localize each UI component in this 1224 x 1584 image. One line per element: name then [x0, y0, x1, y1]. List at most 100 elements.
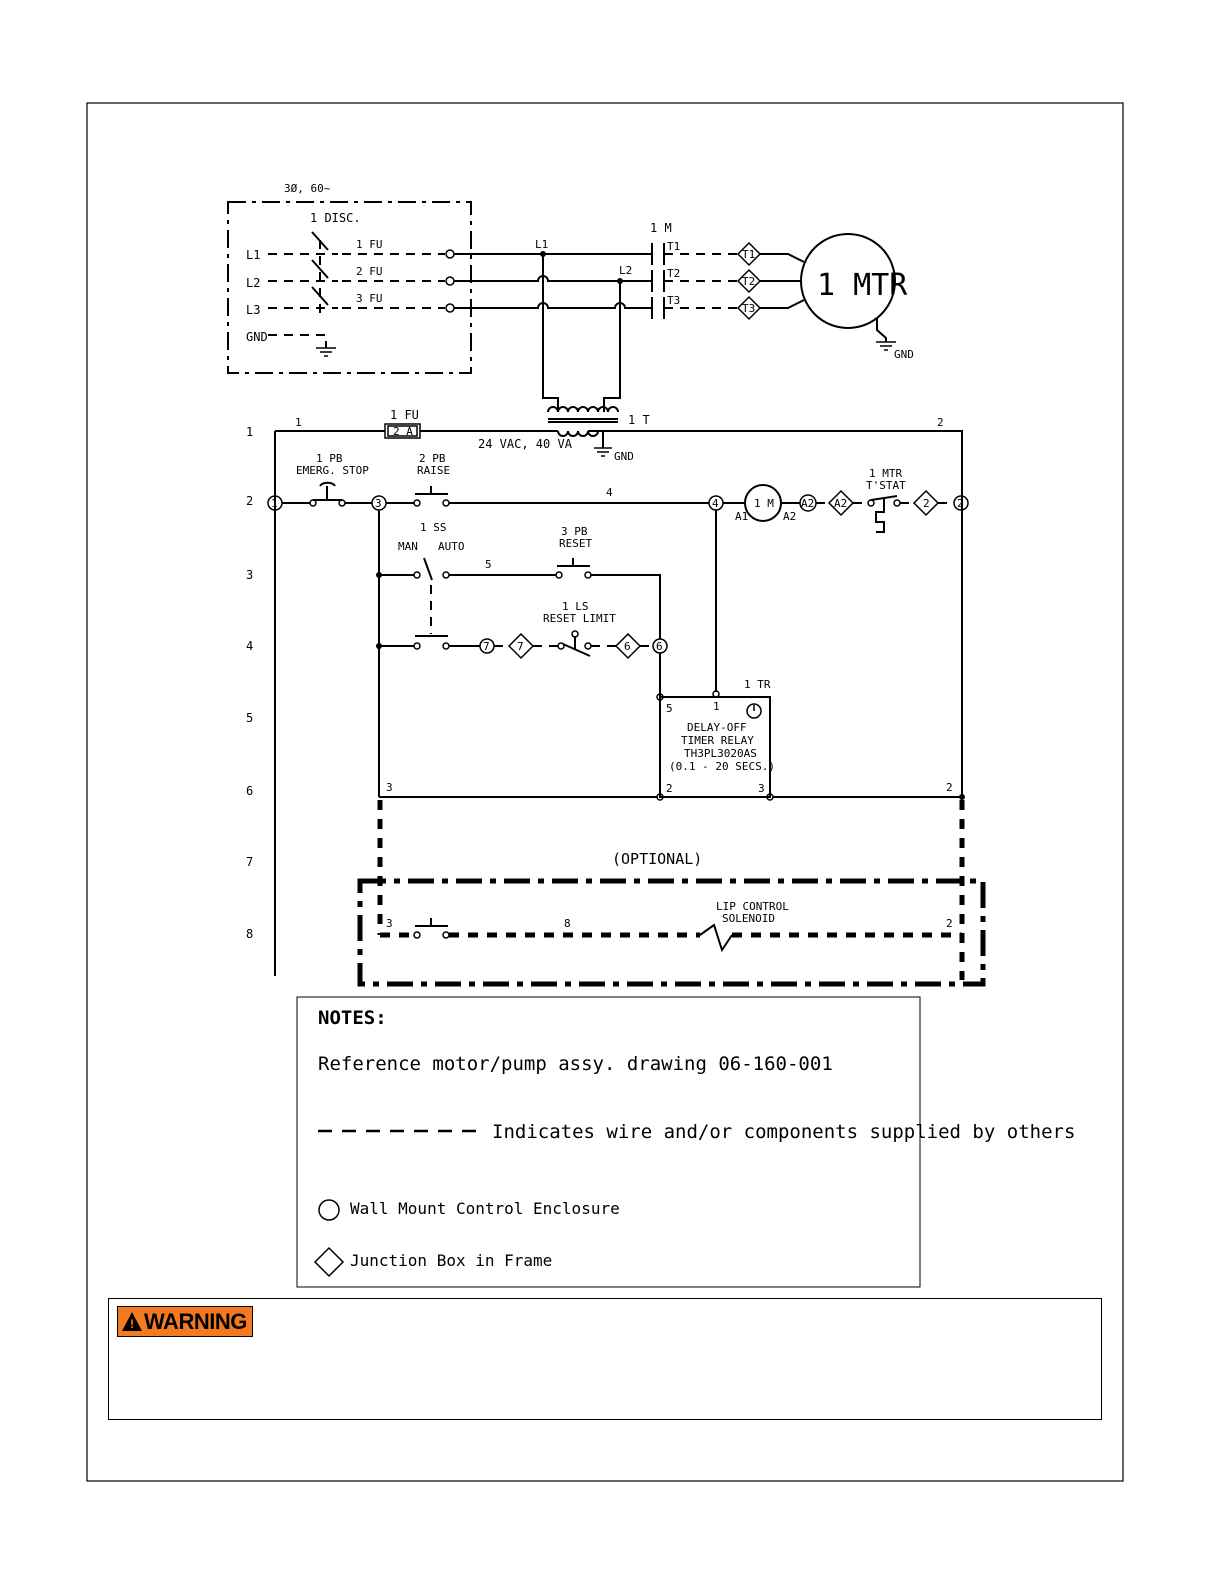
transformer-core [548, 418, 618, 423]
svg-text:1: 1 [271, 497, 278, 510]
rung-number: 1 [246, 425, 253, 439]
line-label-l1: L1 [246, 248, 260, 262]
notes-reference: Reference motor/pump assy. drawing 06-16… [318, 1053, 833, 1075]
transformer-secondary [557, 430, 599, 437]
control-fuse-rating: 2 A [393, 425, 413, 438]
line-label-gnd: GND [246, 330, 268, 344]
control-fuse-label: 1 FU [390, 408, 419, 422]
circle-legend-icon [318, 1199, 340, 1221]
estop-label: EMERG. STOP [296, 464, 369, 477]
rung-number: 6 [246, 784, 253, 798]
notes-title: NOTES: [318, 1007, 387, 1029]
diamond-legend-icon [313, 1246, 345, 1278]
warning-label: WARNING [144, 1308, 247, 1334]
terminal-circle-4: 4 [708, 495, 724, 511]
reset-button [555, 558, 592, 579]
timer-line-1: DELAY-OFF [687, 721, 747, 734]
timer-line-4: (0.1 - 20 SECS.) [669, 760, 775, 773]
timer-line-2: TIMER RELAY [681, 734, 754, 747]
terminal-l1 [445, 249, 455, 259]
motor-ground-symbol [876, 341, 896, 351]
warning-symbol: ! [130, 1317, 134, 1331]
timer-terminal-label: 5 [666, 702, 673, 715]
timer-terminal-label: 2 [666, 782, 673, 795]
timer-line-3: TH3PL3020AS [684, 747, 757, 760]
transformer-tap-l1 [542, 254, 559, 412]
optional-pushbutton [413, 918, 450, 939]
warning-badge: ! WARNING [117, 1306, 253, 1337]
main-line-l3 [454, 302, 652, 309]
junction-diamond-6: 6 [614, 632, 642, 660]
terminal-circle-3: 3 [371, 495, 387, 511]
terminal-circle-1: 1 [267, 495, 283, 511]
lead-label-t3: T3 [667, 294, 680, 307]
timer-terminal-label: 1 [713, 700, 720, 713]
svg-text:A2: A2 [834, 497, 847, 510]
disconnect-label: 1 DISC. [310, 211, 361, 225]
warning-triangle-icon: ! [122, 1312, 142, 1331]
terminal-circle-7: 7 [479, 638, 495, 654]
circle-legend-text: Wall Mount Control Enclosure [350, 1199, 620, 1218]
reset-label: RESET [559, 537, 592, 550]
svg-text:7: 7 [517, 640, 524, 653]
raise-button [413, 486, 450, 507]
line-label-l3: L3 [246, 303, 260, 317]
tstat-tag: 1 MTR [869, 467, 902, 480]
svg-text:6: 6 [656, 640, 663, 653]
motor-symbol [800, 233, 896, 329]
supply-label: 3Ø, 60~ [284, 182, 331, 195]
terminal-l3 [445, 303, 455, 313]
motor-gnd-label: GND [894, 348, 914, 361]
selector-auto: AUTO [438, 540, 465, 553]
svg-text:2: 2 [923, 497, 930, 510]
line-label-l2: L2 [246, 276, 260, 290]
junction-diamond-2: 2 [912, 489, 940, 517]
rung-number: 2 [246, 494, 253, 508]
incoming-gnd [268, 334, 327, 348]
wire-number: 3 [386, 781, 393, 794]
page-border [86, 102, 1124, 1482]
transformer-primary [547, 406, 619, 413]
contactor-coil: 1 M [744, 484, 782, 522]
rung-3-wire-c [591, 574, 661, 639]
rung-number: 8 [246, 927, 253, 941]
optional-label: (OPTIONAL) [612, 850, 702, 868]
disconnect-blade-2 [311, 259, 329, 279]
wire-number: 1 [295, 416, 302, 429]
motor-lead-1 [760, 253, 805, 263]
wire-number: 5 [485, 558, 492, 571]
timer-terminal-label: 3 [758, 782, 765, 795]
svg-text:1 M: 1 M [754, 497, 774, 510]
motor-ground-wire [876, 318, 887, 342]
tstat-label: T'STAT [866, 479, 906, 492]
reset-limit-switch [557, 630, 592, 657]
terminal-circle-6: 6 [652, 638, 668, 654]
estop-tag: 1 PB [316, 452, 343, 465]
wire-number: 8 [564, 917, 571, 930]
reset-tag: 3 PB [561, 525, 588, 538]
lead-label-t1: T1 [667, 240, 680, 253]
selector-man: MAN [398, 540, 418, 553]
svg-text:2: 2 [957, 497, 964, 510]
lead-label-t2: T2 [667, 267, 680, 280]
svg-text:T2: T2 [742, 275, 755, 288]
control-fuse [384, 423, 421, 439]
contactor-contact-1 [651, 243, 665, 265]
rung-number: 5 [246, 711, 253, 725]
transformer-gnd-label: GND [614, 450, 634, 463]
dash-legend-text: Indicates wire and/or components supplie… [492, 1121, 1075, 1143]
coil-a2-label: A2 [783, 510, 796, 523]
svg-text:T3: T3 [742, 302, 755, 315]
transformer-tap-l2 [603, 281, 621, 412]
rung-number: 3 [246, 568, 253, 582]
motor-thermostat [867, 495, 901, 533]
contactor-label: 1 M [650, 221, 672, 235]
rung-number: 4 [246, 639, 253, 653]
lip-control-solenoid [699, 923, 733, 953]
svg-text:6: 6 [624, 640, 631, 653]
transformer-ground-symbol [594, 447, 612, 457]
svg-text:4: 4 [712, 497, 719, 510]
notes-box: NOTES: Reference motor/pump assy. drawin… [296, 996, 1075, 1288]
gnd-symbol-enclosure [316, 347, 336, 357]
